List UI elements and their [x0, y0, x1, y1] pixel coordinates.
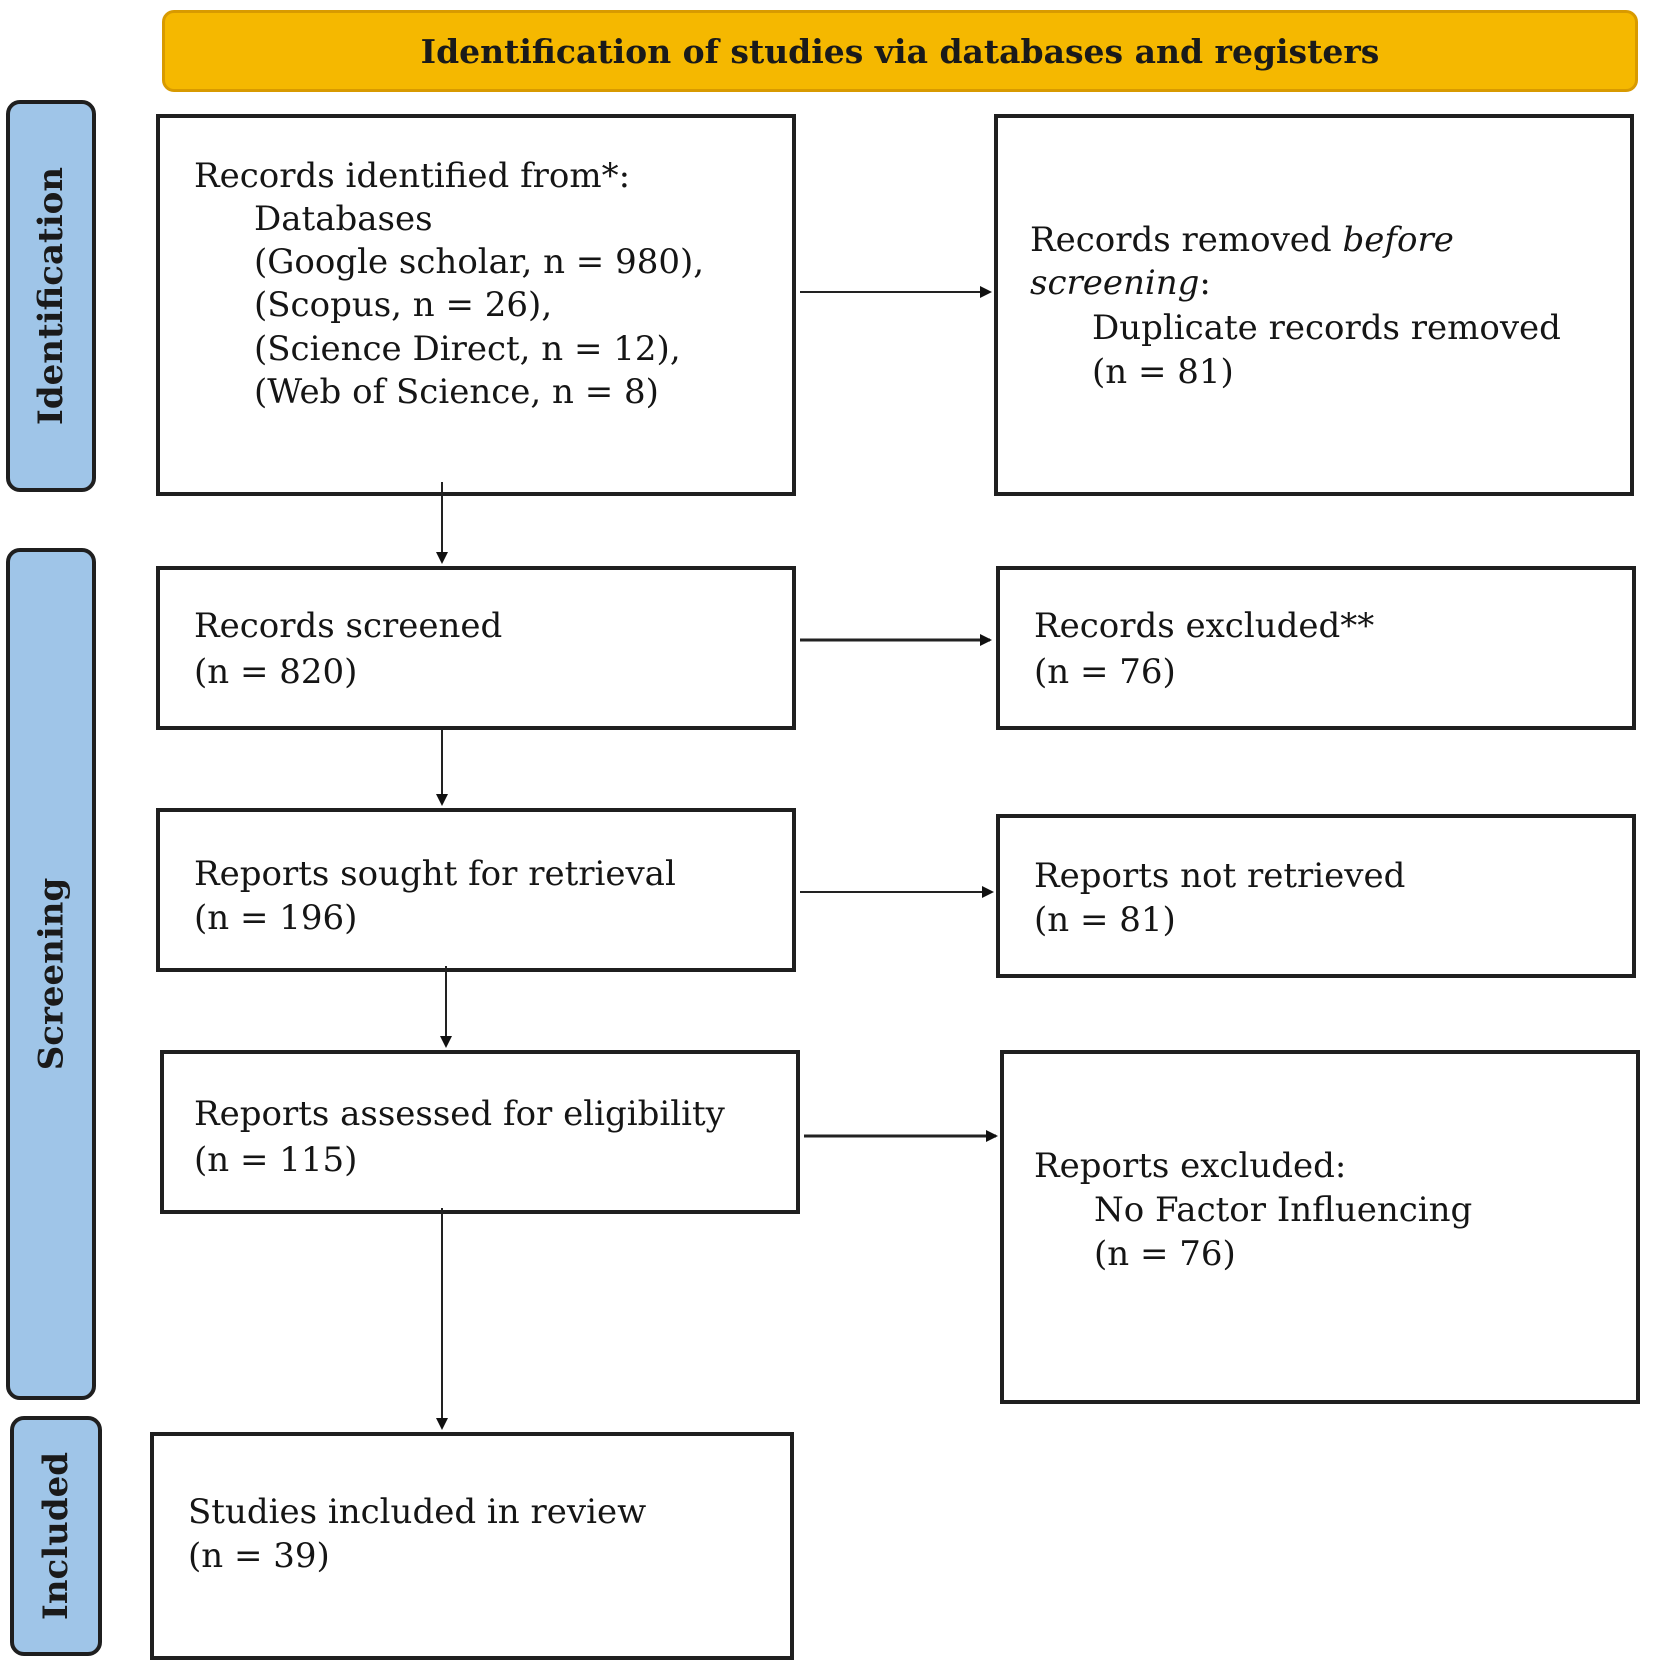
phase-identification: Identification	[6, 100, 96, 492]
records-identified-sub: Databases	[254, 199, 433, 239]
records-removed-box: Records removed before screening: Duplic…	[994, 114, 1634, 496]
reports-excluded-title: Reports excluded:	[1034, 1146, 1347, 1186]
studies-included-box: Studies included in review (n = 39)	[150, 1432, 794, 1660]
header-bar: Identification of studies via databases …	[162, 10, 1638, 92]
records-excluded-box: Records excluded** (n = 76)	[996, 566, 1636, 730]
header-title: Identification of studies via databases …	[420, 31, 1380, 71]
studies-included-title: Studies included in review	[188, 1492, 647, 1532]
reports-assessed-count: (n = 115)	[194, 1140, 358, 1180]
records-screened-box: Records screened (n = 820)	[156, 566, 796, 730]
reports-not-retrieved-count: (n = 81)	[1034, 900, 1176, 940]
source-science-direct: (Science Direct, n = 12),	[254, 329, 681, 369]
records-identified-title: Records identified from*:	[194, 156, 631, 196]
duplicate-records-count: (n = 81)	[1092, 352, 1234, 392]
reports-not-retrieved-title: Reports not retrieved	[1034, 856, 1406, 896]
records-screened-count: (n = 820)	[194, 652, 358, 692]
records-removed-title: Records removed before	[1030, 220, 1454, 260]
reports-assessed-title: Reports assessed for eligibility	[194, 1094, 725, 1134]
reports-excluded-box: Reports excluded: No Factor Influencing …	[1000, 1050, 1640, 1404]
duplicate-records-label: Duplicate records removed	[1092, 308, 1561, 348]
records-excluded-count: (n = 76)	[1034, 652, 1176, 692]
phase-screening: Screening	[6, 548, 96, 1400]
source-google-scholar: (Google scholar, n = 980),	[254, 242, 705, 282]
reports-not-retrieved-box: Reports not retrieved (n = 81)	[996, 814, 1636, 978]
reports-sought-count: (n = 196)	[194, 898, 358, 938]
records-removed-title-cont: screening:	[1030, 263, 1211, 303]
reports-excluded-count: (n = 76)	[1094, 1234, 1236, 1274]
studies-included-count: (n = 39)	[188, 1536, 330, 1576]
reports-assessed-box: Reports assessed for eligibility (n = 11…	[160, 1050, 800, 1214]
source-scopus: (Scopus, n = 26),	[254, 285, 553, 325]
reports-sought-title: Reports sought for retrieval	[194, 854, 676, 894]
records-excluded-title: Records excluded**	[1034, 606, 1375, 646]
records-screened-title: Records screened	[194, 606, 503, 646]
source-web-of-science: (Web of Science, n = 8)	[254, 372, 659, 412]
phase-included: Included	[10, 1416, 102, 1656]
reports-sought-box: Reports sought for retrieval (n = 196)	[156, 808, 796, 972]
reports-excluded-reason: No Factor Influencing	[1094, 1190, 1473, 1230]
records-identified-box: Records identified from*: Databases (Goo…	[156, 114, 796, 496]
